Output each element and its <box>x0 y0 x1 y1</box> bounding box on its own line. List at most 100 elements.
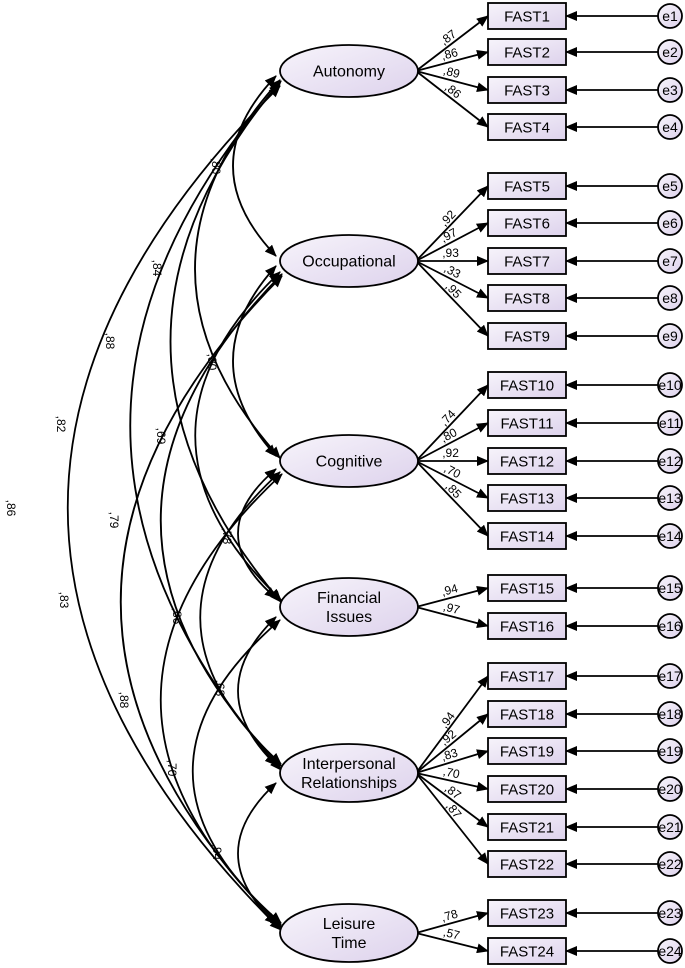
indicator-box: FAST5 <box>487 172 567 200</box>
error-label: e21 <box>658 819 682 835</box>
latent-ellipse <box>279 44 419 98</box>
indicator-box: FAST16 <box>487 612 567 640</box>
loading-arrow-24 <box>415 932 489 954</box>
indicator-box: FAST22 <box>487 850 567 878</box>
error-term: e22 <box>657 851 683 877</box>
loading-value-17: ,94 <box>437 709 458 731</box>
indicator-label: FAST5 <box>504 179 550 196</box>
indicator-label: FAST8 <box>504 291 550 308</box>
loading-arrow-8 <box>415 260 489 299</box>
loading-value-14: ,85 <box>443 479 465 501</box>
error-term: e9 <box>657 323 683 349</box>
loading-value-22: ,87 <box>443 799 465 821</box>
loading-arrow-5 <box>415 185 489 262</box>
error-label: e3 <box>662 82 678 98</box>
error-term: e2 <box>657 39 683 65</box>
error-label: e24 <box>658 943 682 959</box>
correlation-value-autonomy-interpersonal: ,82 <box>54 416 68 433</box>
latent-label: Leisure <box>323 916 376 933</box>
loading-arrow-10 <box>415 384 489 462</box>
loading-arrow-21 <box>415 772 489 828</box>
error-term: e1 <box>657 3 683 29</box>
indicator-label: FAST14 <box>500 529 554 546</box>
indicator-label: FAST13 <box>500 491 554 508</box>
error-label: e8 <box>662 290 678 306</box>
correlation-arrow-autonomy-leisure <box>67 85 282 931</box>
loading-value-10: ,74 <box>437 407 459 429</box>
correlation-value-autonomy-leisure: ,86 <box>4 500 18 517</box>
indicator-box: FAST6 <box>487 209 567 237</box>
indicator-box: FAST10 <box>487 371 567 399</box>
error-term: e18 <box>657 701 683 727</box>
error-label: e22 <box>658 856 682 872</box>
error-circle <box>657 938 683 964</box>
indicator-label: FAST16 <box>500 619 554 636</box>
loading-arrow-6 <box>415 222 489 262</box>
loading-value-13: ,70 <box>442 461 464 481</box>
loading-arrow-17 <box>415 675 489 774</box>
loading-value-2: ,86 <box>440 45 460 63</box>
error-term: e11 <box>657 410 683 436</box>
loading-arrow-16 <box>415 606 489 629</box>
correlation-arrow-occupational-cognitive <box>232 265 277 457</box>
indicator-label: FAST2 <box>504 45 550 62</box>
latent-label: Autonomy <box>313 64 385 81</box>
indicator-rect <box>487 38 567 66</box>
error-term: e21 <box>657 814 683 840</box>
error-term: e23 <box>657 900 683 926</box>
error-label: e10 <box>658 377 682 393</box>
loading-value-12: ,92 <box>442 446 459 460</box>
loading-value-18: ,92 <box>437 727 459 749</box>
indicator-rect <box>487 113 567 141</box>
correlation-value-interpersonal-leisure: ,94 <box>210 844 224 861</box>
indicator-label: FAST21 <box>500 820 554 837</box>
correlation-value-autonomy-financial: ,88 <box>103 333 117 350</box>
latent-factor-occupational: Occupational <box>279 234 419 288</box>
loading-value-23: ,78 <box>440 906 460 924</box>
indicator-rect <box>487 574 567 602</box>
error-label: e9 <box>662 328 678 344</box>
indicator-label: FAST17 <box>500 669 554 686</box>
error-label: e14 <box>658 528 682 544</box>
error-term: e7 <box>657 248 683 274</box>
indicator-box: FAST23 <box>487 899 567 927</box>
indicator-label: FAST23 <box>500 906 554 923</box>
loading-value-8: ,33 <box>442 261 464 281</box>
error-label: e2 <box>662 44 678 60</box>
loading-layer: ,87,86,89,86,92,97,93,33,95,74,80,92,70,… <box>415 11 658 956</box>
indicator-rect <box>487 662 567 690</box>
indicator-label: FAST6 <box>504 216 550 233</box>
error-label: e23 <box>658 905 682 921</box>
indicator-rect <box>487 247 567 275</box>
indicator-rect <box>487 850 567 878</box>
loading-value-19: ,83 <box>439 745 459 763</box>
correlation-value-cognitive-leisure: ,88 <box>117 692 131 709</box>
error-term: e10 <box>657 372 683 398</box>
error-circle <box>657 701 683 727</box>
loading-arrow-4 <box>415 70 489 128</box>
loading-arrow-14 <box>415 460 489 537</box>
loading-value-15: ,94 <box>440 581 460 599</box>
error-term: e20 <box>657 776 683 802</box>
loading-value-20: ,70 <box>442 764 462 781</box>
indicator-label: FAST15 <box>500 581 554 598</box>
indicator-label: FAST18 <box>500 707 554 724</box>
error-circle <box>657 39 683 65</box>
error-label: e15 <box>658 580 682 596</box>
indicator-label: FAST12 <box>500 454 554 471</box>
correlation-value-occupational-interpersonal: ,79 <box>107 512 121 529</box>
loading-arrow-13 <box>415 460 489 499</box>
indicator-rect <box>487 371 567 399</box>
indicator-rect <box>487 2 567 30</box>
error-circle <box>657 3 683 29</box>
indicator-rect <box>487 447 567 475</box>
error-label: e20 <box>658 781 682 797</box>
indicator-box: FAST7 <box>487 247 567 275</box>
loading-value-24: ,57 <box>442 925 462 943</box>
latent-label: Interpersonal <box>302 756 395 773</box>
latent-label: Issues <box>326 609 372 626</box>
loading-arrow-15 <box>415 585 489 608</box>
error-label: e16 <box>658 618 682 634</box>
indicator-rect <box>487 172 567 200</box>
